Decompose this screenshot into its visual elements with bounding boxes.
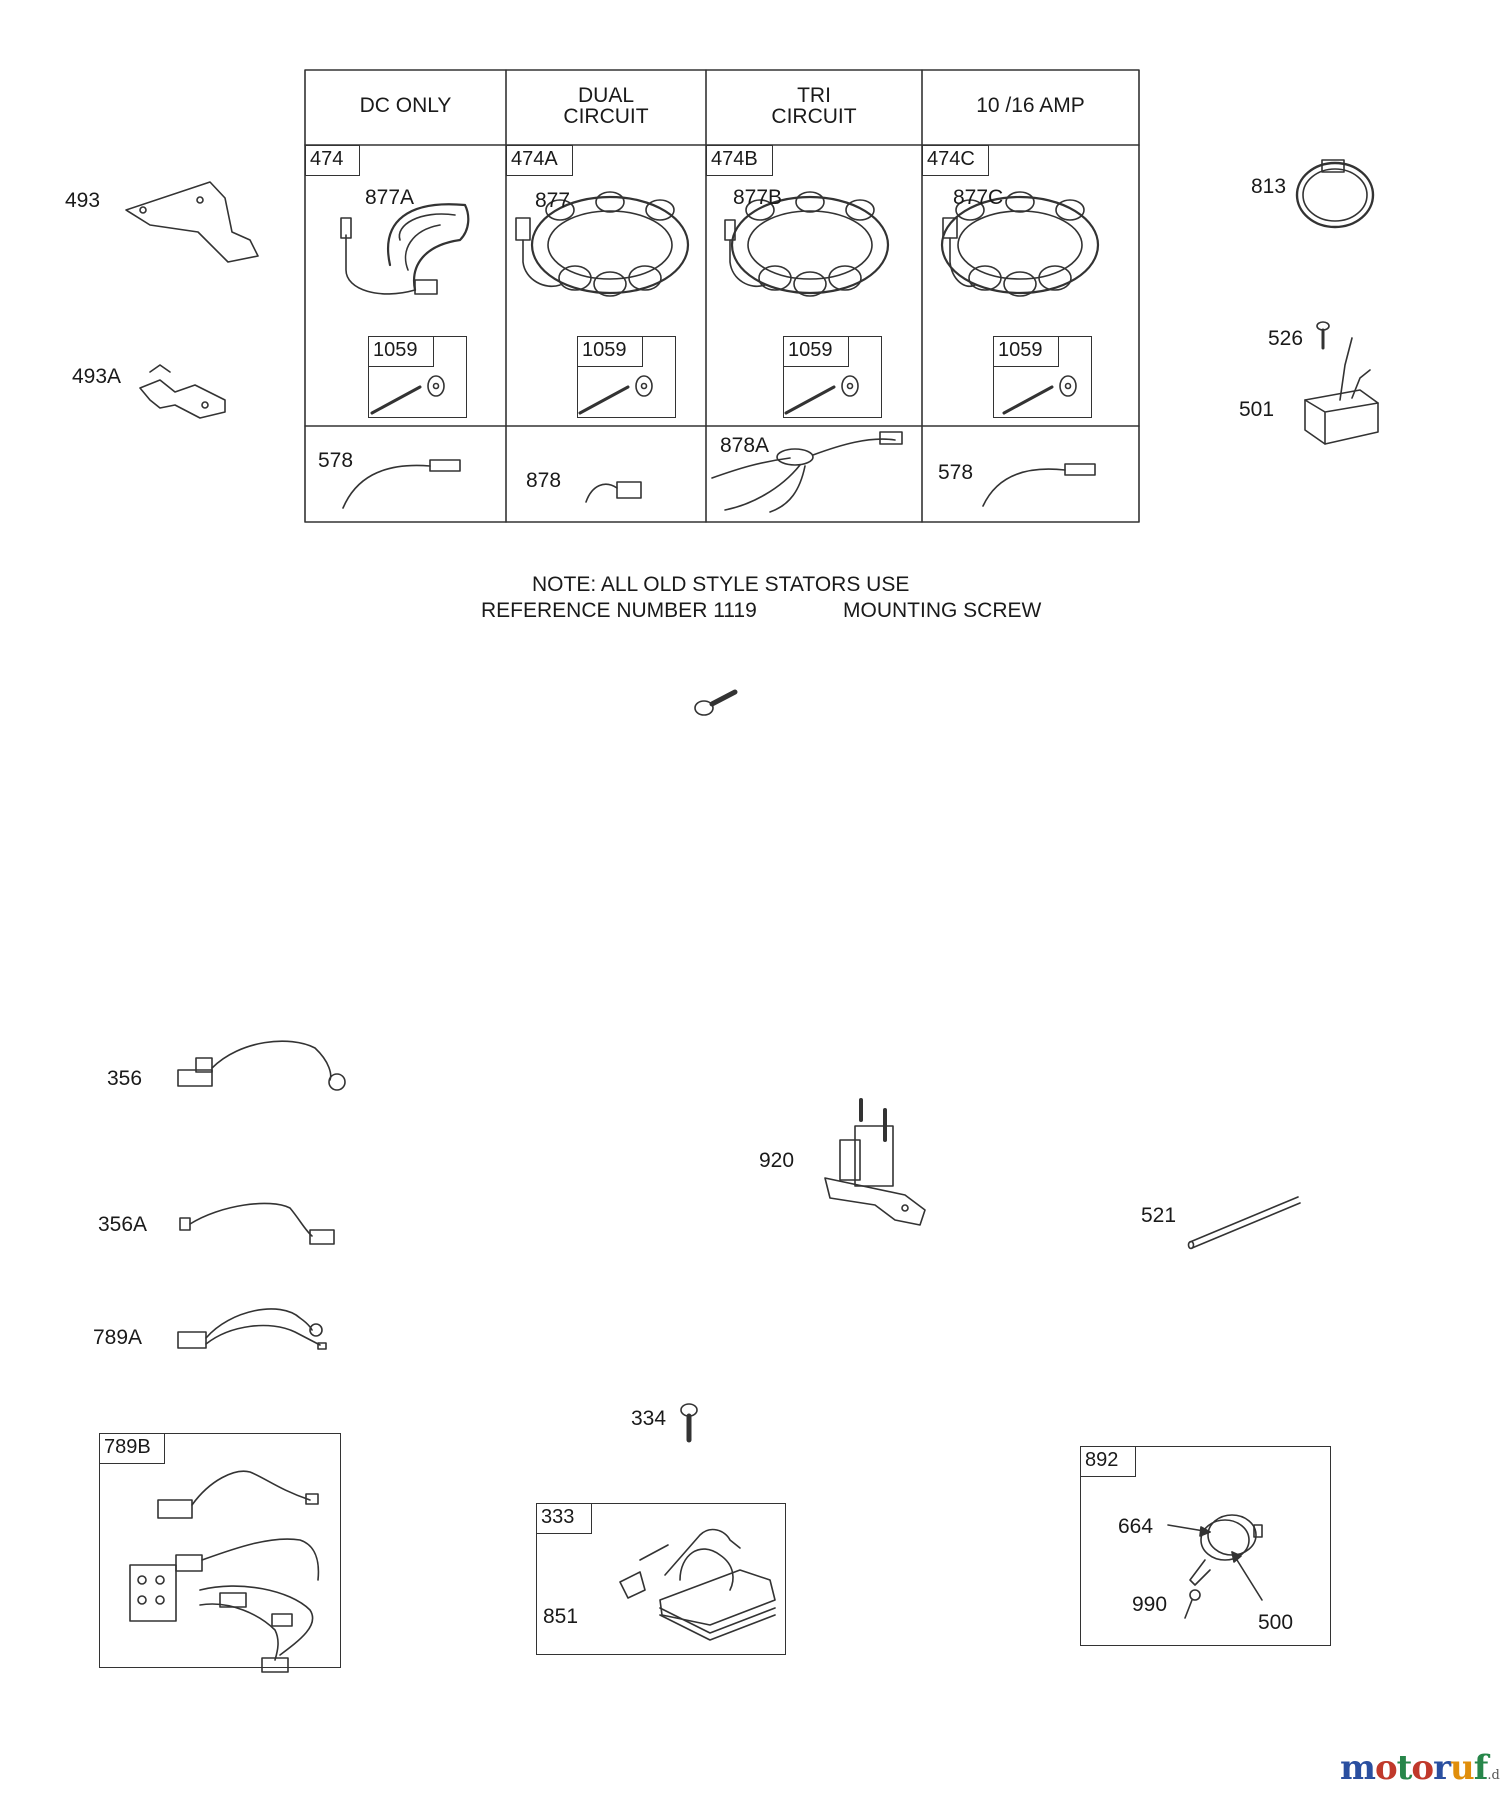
part-ref-356a: 356A (98, 1213, 148, 1236)
hose-clamp-icon (1295, 159, 1375, 229)
part-ref-877c: 877C (953, 186, 1004, 209)
solenoid-920-icon (824, 1098, 926, 1226)
part-ref-334: 334 (631, 1407, 667, 1430)
col-header-dc-only: DC ONLY (359, 94, 452, 117)
col-header-10-16-amp: 10 /16 AMP (976, 94, 1085, 117)
lead-ref-578-col1: 578 (318, 449, 354, 472)
group-ref-474a: 474A (506, 145, 573, 176)
part-ref-877a: 877A (365, 186, 415, 209)
screw-ref-1059-col1: 1059 (368, 336, 434, 367)
group-ref-474c: 474C (922, 145, 989, 176)
group-ref-333: 333 (536, 1503, 592, 1534)
wire-356-icon (177, 1040, 346, 1091)
part-ref-851: 851 (543, 1605, 579, 1628)
group-box-789b (99, 1433, 341, 1668)
stator-tri-circuit-icon (724, 191, 890, 297)
part-ref-500: 500 (1258, 1611, 1294, 1634)
group-ref-474: 474 (305, 145, 360, 176)
screw-washer-icon (370, 375, 1077, 415)
part-ref-356: 356 (107, 1067, 143, 1090)
stator-dc-only-icon (340, 203, 470, 295)
group-ref-892: 892 (1080, 1446, 1136, 1477)
part-ref-501: 501 (1239, 398, 1275, 421)
part-ref-664: 664 (1118, 1515, 1154, 1538)
lead-578-icon (342, 464, 431, 509)
lead-ref-878a: 878A (720, 434, 770, 457)
screw-334-icon (680, 1403, 698, 1443)
col-header-tri-circuit: TRI CIRCUIT (771, 84, 857, 128)
screw-ref-1059-col3: 1059 (783, 336, 849, 367)
group-ref-474b: 474B (706, 145, 773, 176)
wire-356a-icon (179, 1202, 335, 1245)
part-ref-877: 877 (535, 189, 571, 212)
wire-789a-icon (177, 1308, 327, 1350)
lead-ref-878: 878 (526, 469, 562, 492)
group-box-892 (1080, 1446, 1331, 1646)
watermark-suffix: .de (1487, 1768, 1500, 1783)
screw-ref-1059-col4: 1059 (993, 336, 1059, 367)
lead-878a-icon (711, 457, 791, 479)
stator-10-16-amp-icon (940, 191, 1100, 297)
mounting-screw-icon (694, 689, 738, 716)
part-ref-813: 813 (1251, 175, 1287, 198)
part-ref-493a: 493A (72, 365, 122, 388)
rod-521-icon (1187, 1196, 1301, 1250)
part-ref-493: 493 (65, 189, 101, 212)
harness-789b-icon (129, 1470, 320, 1673)
lead-ref-578-col4: 578 (938, 461, 974, 484)
bracket-493a-icon (139, 379, 226, 419)
lead-578b-icon (982, 468, 1066, 507)
note-line-2-right: MOUNTING SCREW (843, 599, 1042, 622)
bracket-493-icon (125, 181, 259, 263)
group-box-333 (536, 1503, 786, 1655)
regulator-501-icon (1304, 337, 1379, 445)
part-ref-990: 990 (1132, 1593, 1168, 1616)
screw-526-icon (1316, 321, 1330, 350)
stator-table-frame (304, 69, 1140, 523)
part-ref-920: 920 (759, 1149, 795, 1172)
note-line-1: NOTE: ALL OLD STYLE STATORS USE (532, 573, 910, 596)
watermark: motoruf.de (1340, 1748, 1500, 1788)
key-switch-892-icon (1167, 1514, 1263, 1619)
screw-ref-1059-col2: 1059 (577, 336, 643, 367)
watermark-text: motoruf (1340, 1748, 1488, 1788)
ignition-coil-333-icon (619, 1528, 776, 1641)
part-ref-877b: 877B (733, 186, 783, 209)
part-ref-526: 526 (1268, 327, 1304, 350)
note-line-2-left: REFERENCE NUMBER 1119 (481, 599, 757, 622)
group-ref-789b: 789B (99, 1433, 165, 1464)
stator-dual-circuit-icon (515, 191, 690, 297)
part-ref-789a: 789A (93, 1326, 143, 1349)
col-header-dual-circuit: DUAL CIRCUIT (563, 84, 649, 128)
lead-878-icon (585, 483, 618, 503)
part-ref-521: 521 (1141, 1204, 1177, 1227)
